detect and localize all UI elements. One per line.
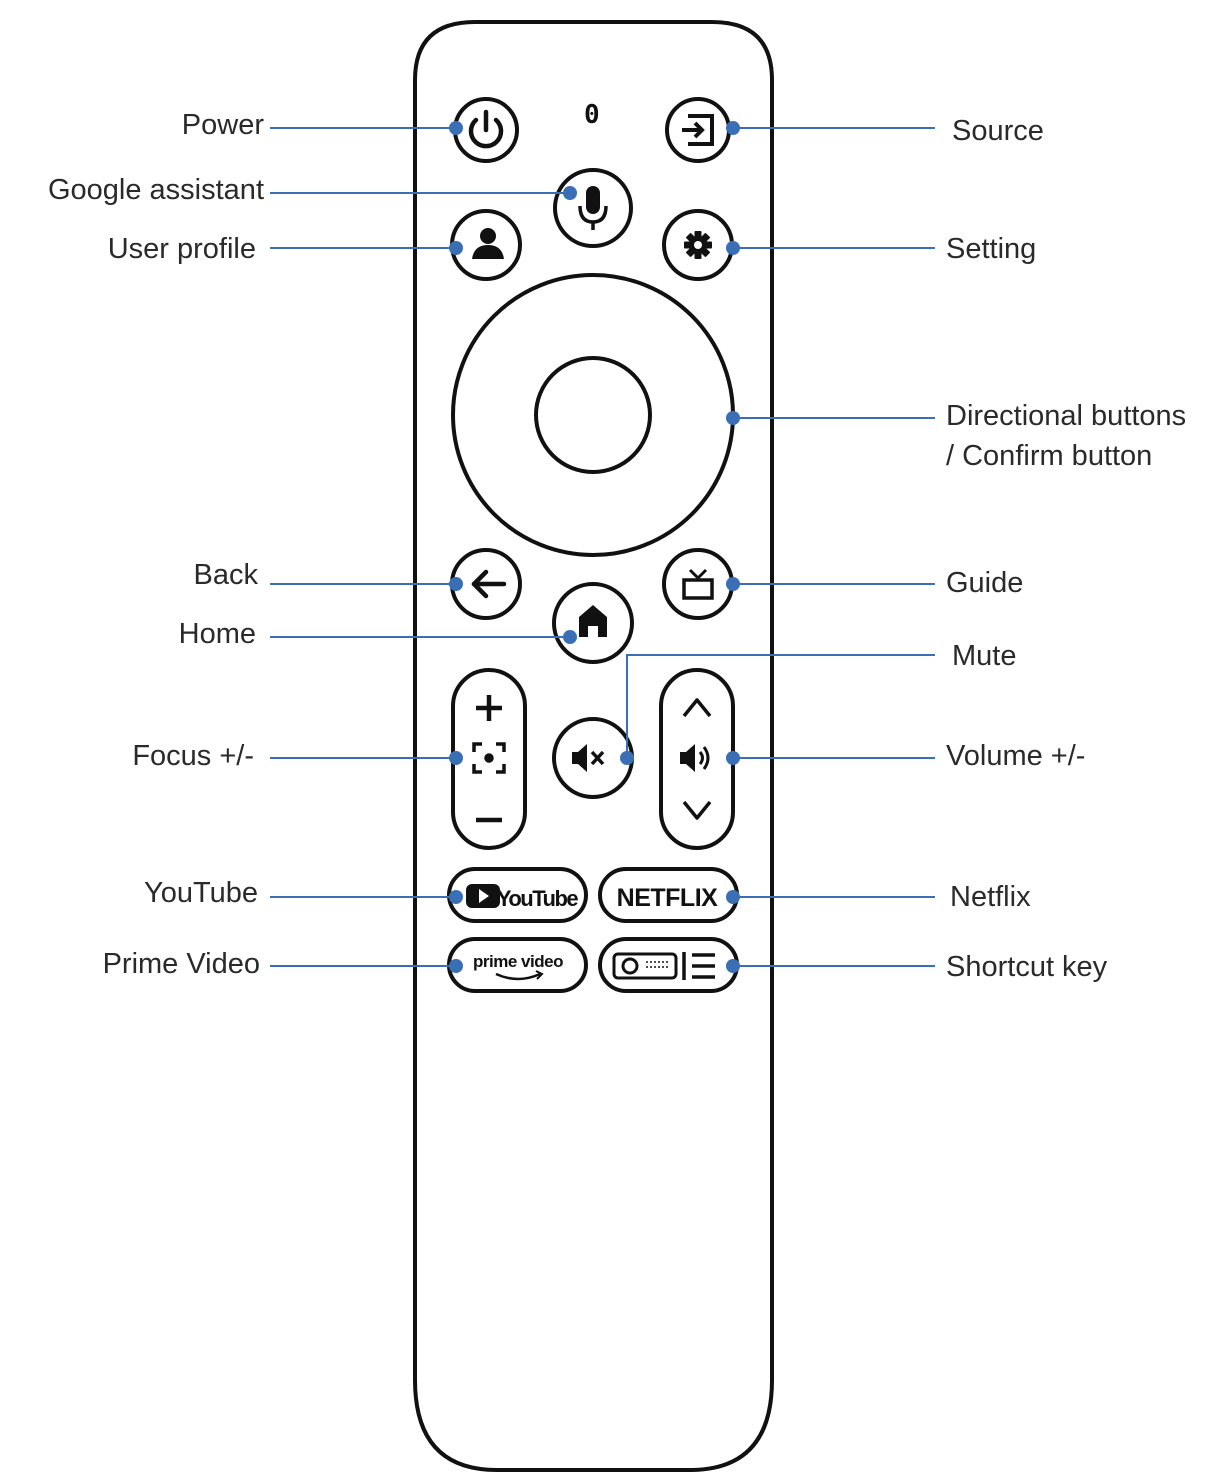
tv-icon [682,568,714,600]
power-icon [468,109,504,149]
chevron-up-icon [682,698,712,718]
prime-smile-icon [495,972,541,981]
setting-button[interactable] [662,209,734,281]
user-icon [472,228,504,259]
label-home: Home [178,618,256,650]
projector-list-icon [612,952,715,980]
user-profile-button[interactable] [450,209,522,281]
label-volume: Volume +/- [946,740,1086,772]
prime-video-button[interactable]: prime video [447,937,588,993]
label-shortcut-key: Shortcut key [946,951,1108,983]
label-back: Back [193,559,258,591]
label-directional-line2: / Confirm button [946,440,1153,472]
mic-indicator: 0 [584,100,600,130]
focus-rocker[interactable] [451,668,527,850]
netflix-button-text: NETFLIX [617,884,718,912]
label-google-assistant: Google assistant [47,174,264,206]
shortcut-key-button[interactable] [598,937,739,993]
google-assistant-button[interactable] [553,168,633,248]
focus-icon [472,742,506,774]
label-netflix: Netflix [950,881,1031,913]
callout-dots [449,121,740,973]
label-guide: Guide [946,567,1024,599]
prime-video-button-text: prime video [473,952,563,971]
mute-button[interactable] [552,717,634,799]
speaker-mute-icon [572,744,605,772]
label-power: Power [181,109,264,141]
home-button[interactable] [552,582,634,664]
netflix-button[interactable]: NETFLIX [598,867,739,923]
gear-icon [684,231,712,259]
label-prime-video: Prime Video [102,948,260,980]
youtube-button[interactable]: YouTube [447,867,588,923]
guide-button[interactable] [662,548,734,620]
chevron-down-icon [682,800,712,820]
label-user-profile: User profile [107,233,256,265]
label-mute: Mute [952,640,1017,672]
youtube-logo-icon [466,884,500,908]
label-youtube: YouTube [144,877,258,909]
volume-rocker[interactable] [659,668,735,850]
microphone-icon [578,186,608,230]
home-icon [579,605,607,637]
plus-icon [476,695,502,721]
callout-lines [270,127,935,967]
label-setting: Setting [946,233,1037,265]
confirm-button[interactable] [534,356,652,474]
label-focus: Focus +/- [132,740,254,772]
source-button[interactable] [665,97,731,163]
input-source-icon [682,114,714,146]
speaker-icon [680,744,710,772]
power-button[interactable] [453,97,519,163]
youtube-button-text: YouTube [497,886,579,911]
label-source: Source [952,115,1044,147]
arrow-left-icon [471,569,507,599]
label-directional-line1: Directional buttons [946,400,1187,432]
